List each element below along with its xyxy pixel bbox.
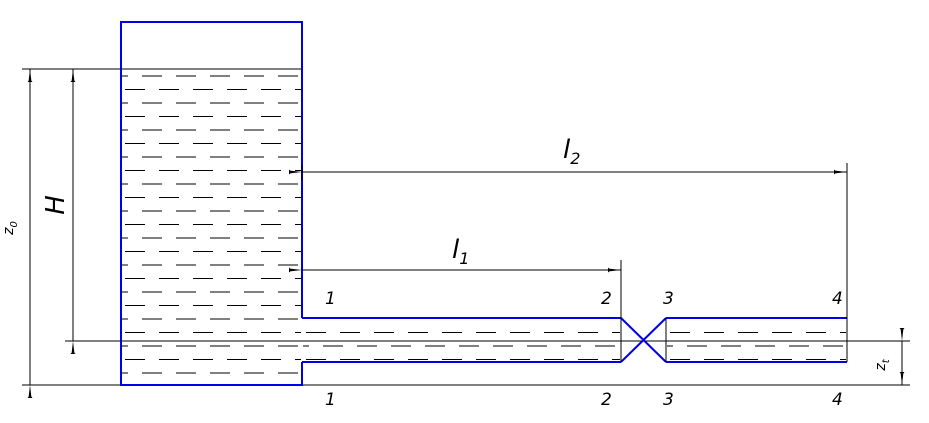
section-2-top: 2	[601, 289, 612, 309]
water-hatching	[122, 75, 846, 374]
section-3-bottom: 3	[663, 390, 674, 410]
section-3-top: 3	[663, 289, 674, 309]
zt-label: zt	[873, 358, 892, 371]
valve-line-b	[620, 317, 667, 363]
H-label: H	[41, 195, 71, 215]
l2-label: l2	[563, 135, 580, 168]
section-4-bottom: 4	[832, 390, 843, 410]
z0-label: z0	[1, 221, 20, 236]
section-1-top: 1	[325, 289, 336, 309]
section-4-top: 4	[832, 289, 843, 309]
section-2-bottom: 2	[601, 390, 612, 410]
section-1-bottom: 1	[325, 390, 336, 410]
l1-label: l1	[452, 235, 469, 268]
tank-wall	[120, 21, 303, 386]
